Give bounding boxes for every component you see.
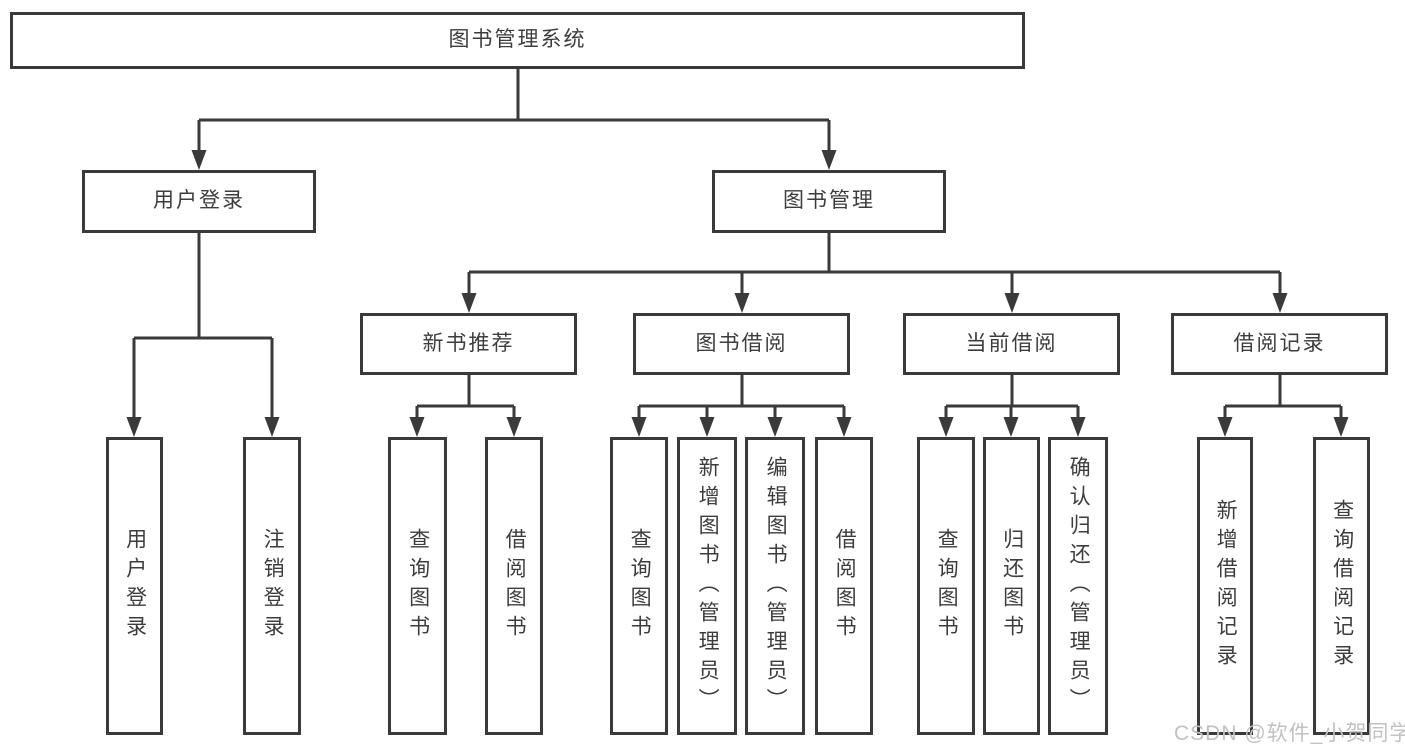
leaf-query-books-current: 查询图书 [917, 437, 975, 735]
node-borrowing-records: 借阅记录 [1171, 313, 1388, 375]
node-current-borrowing: 当前借阅 [903, 313, 1120, 375]
node-new-book-recommendation-label: 新书推荐 [422, 331, 515, 355]
leaf-query-books-borrowing-label: 查询图书 [628, 528, 652, 644]
node-user-login-label: 用户登录 [153, 189, 245, 213]
connector-arrowheads [126, 150, 1349, 437]
csdn-watermark: CSDN @软件_小贺同学 [1174, 722, 1405, 745]
leaf-edit-books-admin-label: 编辑图书（管理员） [764, 455, 788, 717]
node-book-management-label: 图书管理 [783, 189, 875, 213]
leaf-add-books-admin: 新增图书（管理员） [677, 437, 737, 735]
connector-shafts [132, 68, 1343, 419]
node-system-root: 图书管理系统 [10, 12, 1025, 69]
leaf-confirm-return-admin: 确认归还（管理员） [1048, 437, 1108, 735]
node-book-management: 图书管理 [712, 170, 946, 233]
leaf-add-books-admin-label: 新增图书（管理员） [696, 455, 720, 717]
leaf-borrow-books-recommend-label: 借阅图书 [503, 528, 527, 644]
leaf-logout-label: 注销登录 [261, 528, 285, 644]
leaf-logout: 注销登录 [243, 437, 301, 735]
leaf-query-books-recommend: 查询图书 [388, 437, 447, 735]
leaf-user-login: 用户登录 [106, 437, 163, 735]
leaf-query-books-borrowing: 查询图书 [610, 437, 668, 735]
node-new-book-recommendation: 新书推荐 [360, 313, 577, 375]
leaf-return-books: 归还图书 [983, 437, 1040, 735]
leaf-query-books-recommend-label: 查询图书 [406, 528, 430, 644]
leaf-edit-books-admin: 编辑图书（管理员） [745, 437, 805, 735]
node-borrowing-records-label: 借阅记录 [1233, 331, 1326, 355]
node-user-login: 用户登录 [82, 170, 316, 233]
leaf-borrow-books-recommend: 借阅图书 [485, 437, 543, 735]
node-book-borrowing: 图书借阅 [633, 313, 850, 375]
leaf-return-books-label: 归还图书 [1000, 528, 1024, 644]
leaf-query-books-current-label: 查询图书 [935, 528, 959, 644]
leaf-borrow-books-borrowing: 借阅图书 [815, 437, 873, 735]
leaf-query-borrow-record: 查询借阅记录 [1313, 437, 1370, 735]
leaf-add-borrow-record: 新增借阅记录 [1197, 437, 1253, 735]
leaf-borrow-books-borrowing-label: 借阅图书 [833, 528, 857, 644]
node-book-borrowing-label: 图书借阅 [695, 331, 788, 355]
leaf-query-borrow-record-label: 查询借阅记录 [1330, 499, 1354, 673]
leaf-add-borrow-record-label: 新增借阅记录 [1214, 499, 1238, 673]
leaf-confirm-return-admin-label: 确认归还（管理员） [1067, 455, 1091, 717]
node-current-borrowing-label: 当前借阅 [965, 331, 1058, 355]
node-system-root-label: 图书管理系统 [448, 28, 587, 52]
leaf-user-login-label: 用户登录 [123, 528, 147, 644]
